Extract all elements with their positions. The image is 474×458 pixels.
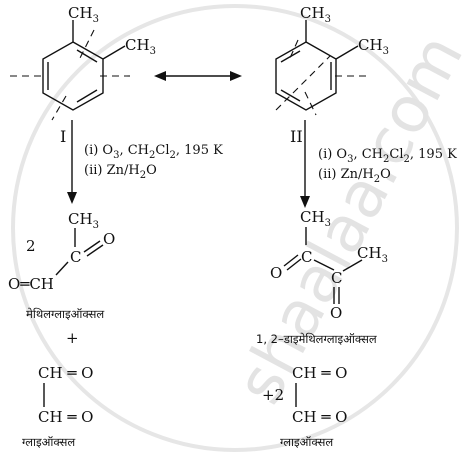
right-numeral: II — [290, 127, 303, 146]
methylglyoxal-carbon: C — [70, 248, 81, 266]
watermark-text: shaalaa.com — [222, 23, 474, 416]
watermark: shaalaa.com — [11, 4, 474, 452]
left-glyoxal-name: ग्लाइऑक्सल — [22, 435, 75, 449]
left-numeral: I — [60, 127, 66, 146]
left-condition-step1: (i) O3, CH2Cl2, 195 K — [84, 143, 223, 161]
right-glyoxal-bottom: CH ═ O — [292, 408, 347, 426]
left-reactant: CH3 CH3 I — [10, 4, 156, 146]
left-condition-step2: (ii) Zn/H2O — [84, 163, 157, 181]
left-glyoxal-bottom: CH ═ O — [38, 408, 93, 426]
methylglyoxal-aldehyde: O═CH — [8, 275, 54, 293]
right-glyoxal-top: CH ═ O — [292, 364, 347, 382]
dimethylglyoxal-methyl-top: CH3 — [300, 208, 331, 229]
methylglyoxal-methyl: CH3 — [68, 210, 99, 231]
left-methyl-top: CH3 — [68, 4, 99, 25]
left-glyoxal-top: CH ═ O — [38, 364, 93, 382]
dimethylglyoxal-carbon1: C — [301, 248, 312, 266]
right-condition-step1: (i) O3, CH2Cl2, 195 K — [318, 147, 457, 165]
right-methyl-right: CH3 — [358, 36, 389, 57]
dimethylglyoxal-name: 1, 2–डाइमेथिलग्लाइऑक्सल — [256, 332, 377, 346]
dimethylglyoxal-structure: CH3 C O C CH3 O 1, 2–डाइमेथिलग्लाइऑक्सल — [256, 208, 388, 346]
dimethylglyoxal-oxygen-bottom: O — [330, 304, 342, 322]
left-coefficient: 2 — [26, 237, 36, 255]
left-plus: + — [66, 329, 79, 347]
right-condition-step2: (ii) Zn/H2O — [318, 167, 391, 185]
left-glyoxal-structure: CH ═ O CH ═ O ग्लाइऑक्सल — [22, 364, 93, 449]
right-glyoxal-structure: CH ═ O +2 CH ═ O ग्लाइऑक्सल — [262, 364, 347, 449]
methylglyoxal-name: मेथिलग्लाइऑक्सल — [26, 307, 104, 321]
methylglyoxal-structure: 2 CH3 C O O═CH मेथिलग्लाइऑक्सल + — [8, 210, 115, 347]
resonance-arrow — [154, 71, 242, 81]
right-methyl-top: CH3 — [300, 4, 331, 25]
right-glyoxal-name: ग्लाइऑक्सल — [280, 435, 333, 449]
right-reactant: CH3 CH3 II — [275, 4, 389, 146]
left-methyl-right: CH3 — [125, 36, 156, 57]
methylglyoxal-oxygen: O — [103, 230, 115, 248]
dimethylglyoxal-methyl-right: CH3 — [357, 244, 388, 265]
dimethylglyoxal-carbon2: C — [331, 269, 342, 287]
right-coefficient: +2 — [262, 386, 284, 404]
dimethylglyoxal-oxygen-left: O — [270, 264, 282, 282]
left-reaction-arrow: (i) O3, CH2Cl2, 195 K (ii) Zn/H2O — [67, 120, 223, 204]
right-reaction-arrow: (i) O3, CH2Cl2, 195 K (ii) Zn/H2O — [300, 120, 457, 208]
